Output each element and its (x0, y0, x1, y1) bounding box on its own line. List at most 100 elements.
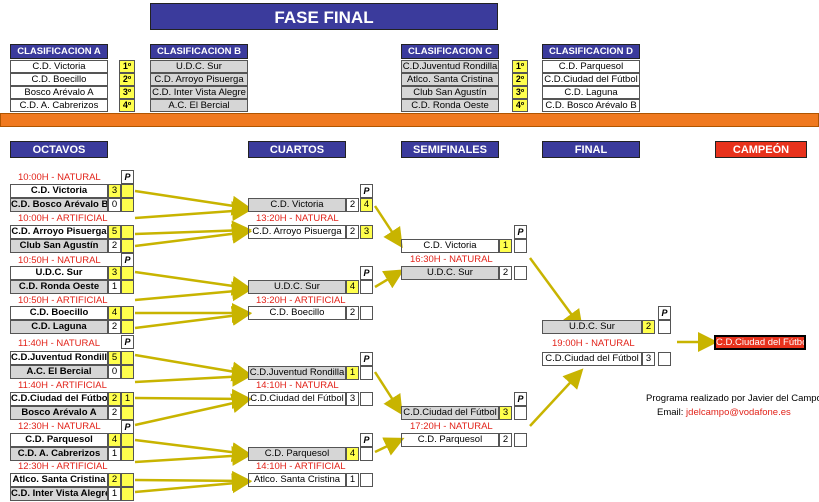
score: 1 (346, 366, 359, 380)
connector-line (134, 353, 252, 382)
team-name: C.D. Boecillo (10, 306, 108, 320)
penalty-score (360, 447, 373, 461)
team-name: C.D.Juventud Rondilla (248, 366, 346, 380)
penalty-score (121, 487, 134, 501)
rank-badge: 3º (512, 86, 528, 99)
penalty-score (121, 433, 134, 447)
penalty-header: P (121, 253, 134, 267)
team-name: C.D. Parquesol (10, 433, 108, 447)
score: 2 (108, 392, 121, 406)
team-name: U.D.C. Sur (542, 320, 642, 334)
classification-a-row: C.D. Boecillo (10, 73, 108, 86)
penalty-score (121, 280, 134, 294)
rank-badge: 2º (512, 73, 528, 86)
credit-email: Email: jdelcampo@vodafone.es (657, 407, 791, 418)
team-name: C.D. A. Cabrerizos (10, 447, 108, 461)
page-title: FASE FINAL (150, 3, 498, 30)
team-name: C.D. Inter Vista Alegre (10, 487, 108, 501)
connector-line (134, 366, 252, 387)
score: 3 (642, 352, 655, 366)
penalty-header: P (121, 420, 134, 434)
team-name: Club San Agustín (10, 239, 108, 253)
team-name: C.D. Parquesol (401, 433, 499, 447)
score: 1 (499, 239, 512, 253)
email-link[interactable]: jdelcampo@vodafone.es (686, 407, 791, 418)
connector-line (529, 368, 584, 427)
penalty-score (121, 184, 134, 198)
team-name: C.D. Arroyo Pisuerga (248, 225, 346, 239)
team-name: U.D.C. Sur (10, 266, 108, 280)
penalty-header: P (121, 170, 134, 184)
classification-b-row: C.D. Inter Vista Alegre (150, 86, 248, 99)
score: 3 (346, 392, 359, 406)
penalty-score (514, 433, 527, 447)
score: 1 (346, 473, 359, 487)
email-label: Email: (657, 407, 684, 418)
score: 3 (108, 184, 121, 198)
rank-badge: 1º (512, 60, 528, 73)
classification-d-row: C.D. Bosco Arévalo B (542, 99, 640, 112)
classification-c-row: Atlco. Santa Cristina (401, 73, 499, 86)
team-name: U.D.C. Sur (401, 266, 499, 280)
penalty-score (360, 280, 373, 294)
match-time: 17:20H - NATURAL (410, 421, 493, 432)
team-name: C.D. Boecillo (248, 306, 346, 320)
penalty-score (121, 266, 134, 280)
penalty-score (121, 365, 134, 379)
score: 2 (346, 198, 359, 212)
classification-c-header: CLASIFICACION C (401, 44, 499, 59)
team-name: Atlco. Santa Cristina (248, 473, 346, 487)
score: 3 (108, 266, 121, 280)
match-time: 10:50H - ARTIFICIAL (18, 295, 108, 306)
team-name: C.D.Ciudad del Fútbol (542, 352, 642, 366)
penalty-header: P (360, 352, 373, 366)
score: 2 (346, 225, 359, 239)
team-name: Bosco Arévalo A (10, 406, 108, 420)
penalty-score (360, 306, 373, 320)
penalty-score (121, 239, 134, 253)
connector-line (134, 223, 252, 248)
stage-octavos: OCTAVOS (10, 141, 108, 158)
penalty-header: P (121, 335, 134, 349)
classification-d-header: CLASIFICACION D (542, 44, 640, 59)
match-time: 10:00H - NATURAL (18, 172, 101, 183)
score: 4 (108, 433, 121, 447)
team-name: C.D. Victoria (10, 184, 108, 198)
connector-line (373, 371, 403, 416)
team-name: C.D. Victoria (248, 198, 346, 212)
connector-line (134, 438, 252, 463)
score: 1 (108, 447, 121, 461)
rank-badge: 2º (119, 73, 135, 86)
classification-d-row: C.D. Parquesol (542, 60, 640, 73)
connector-line (134, 305, 252, 330)
penalty-score (121, 473, 134, 487)
match-time: 13:20H - NATURAL (256, 213, 339, 224)
connector-line (528, 257, 583, 331)
stage-campeon: CAMPEÓN (715, 141, 807, 158)
penalty-score (514, 239, 527, 253)
penalty-score (121, 306, 134, 320)
team-name: C.D. Arroyo Pisuerga (10, 225, 108, 239)
stage-cuartos: CUARTOS (248, 141, 346, 158)
score: 2 (346, 306, 359, 320)
team-name: A.C. El Bercial (10, 365, 108, 379)
score: 2 (108, 320, 121, 334)
classification-a-row: C.D. A. Cabrerizos (10, 99, 108, 112)
penalty-score (658, 352, 671, 366)
penalty-score (514, 406, 527, 420)
connector-line (134, 281, 252, 302)
match-time: 16:30H - NATURAL (410, 254, 493, 265)
penalty-score (360, 366, 373, 380)
classification-a-row: C.D. Victoria (10, 60, 108, 73)
classification-c-row: Club San Agustín (401, 86, 499, 99)
penalty-header: P (514, 392, 527, 406)
team-name: C.D.Ciudad del Fútbol (248, 392, 346, 406)
connector-line (134, 388, 252, 409)
match-time: 11:40H - ARTIFICIAL (18, 380, 107, 391)
rank-badge: 1º (119, 60, 135, 73)
stage-semifinales: SEMIFINALES (401, 141, 499, 158)
team-name: U.D.C. Sur (248, 280, 346, 294)
match-time: 13:20H - ARTIFICIAL (256, 295, 346, 306)
penalty-score: 4 (360, 198, 373, 212)
